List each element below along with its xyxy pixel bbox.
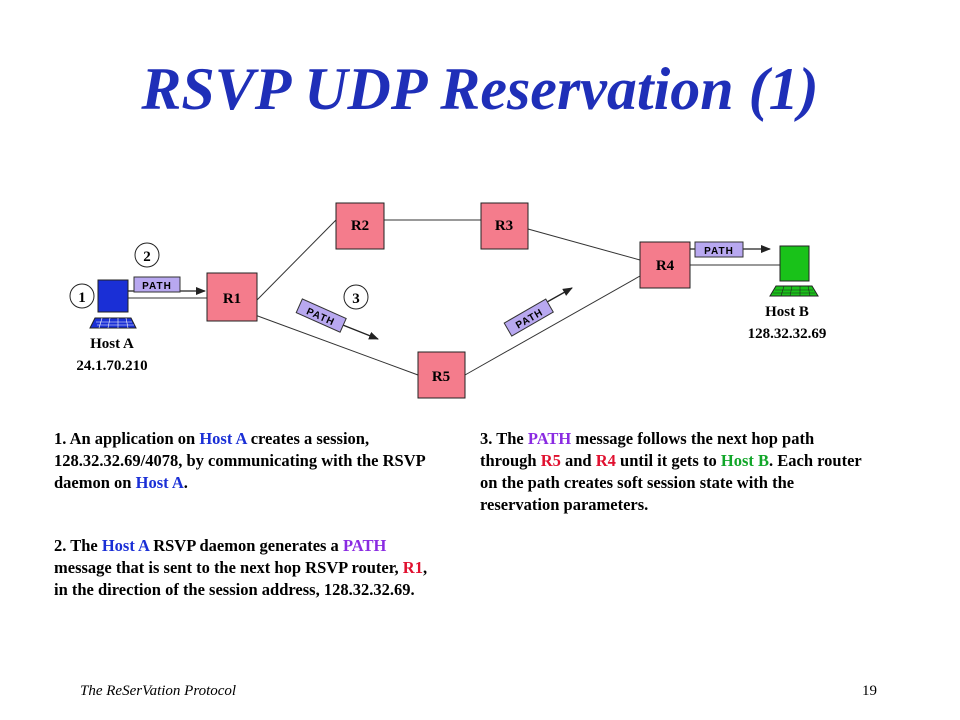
- router-r2-label: R2: [351, 218, 369, 234]
- text-run: 1. An application on: [54, 429, 200, 448]
- link-r1-r2: [256, 219, 337, 301]
- host-a-address: 24.1.70.210: [76, 358, 147, 374]
- path-label-r4: PATH: [694, 241, 744, 258]
- text-run: and: [560, 451, 596, 470]
- step-marker-2: 2: [134, 242, 160, 268]
- path-label-hosta: PATH: [133, 276, 181, 293]
- router-r4: R4: [639, 241, 691, 289]
- step-3-description: 3. The PATH message follows the next hop…: [480, 428, 870, 516]
- slide-title: RSVP UDP Reservation (1): [141, 56, 819, 122]
- highlight-path: PATH: [527, 429, 572, 448]
- highlight-host-a: Host A: [135, 473, 184, 492]
- page-number: 19: [862, 683, 877, 699]
- network-links: [128, 219, 788, 376]
- router-r1-label: R1: [223, 291, 241, 307]
- highlight-host-b: Host B: [720, 451, 769, 470]
- highlight-r5: R5: [540, 451, 561, 470]
- step-marker-3: 3: [343, 284, 369, 310]
- text-run: message follows the next hop path throug…: [480, 429, 815, 470]
- router-r4-label: R4: [656, 258, 675, 274]
- host-a-computer-icon: [89, 279, 137, 329]
- host-b-computer-icon: [769, 245, 819, 297]
- text-run: , in the direction of the session addres…: [54, 558, 428, 599]
- text-run: .: [183, 473, 188, 492]
- text-run: 2. The: [54, 536, 102, 555]
- step-1-description: 1. An application on Host A creates a se…: [54, 428, 442, 494]
- svg-text:PATH: PATH: [142, 281, 172, 292]
- text-run: message that is sent to the next hop RSV…: [54, 558, 403, 577]
- path-label-r5-r4: PATH: [503, 298, 554, 337]
- svg-text:3: 3: [352, 291, 360, 307]
- highlight-host-a: Host A: [199, 429, 247, 448]
- highlight-path: PATH: [342, 536, 387, 555]
- svg-text:2: 2: [143, 249, 151, 265]
- highlight-r1: R1: [402, 558, 423, 577]
- host-b-name: Host B: [765, 304, 809, 320]
- router-r2: R2: [335, 202, 385, 250]
- router-r3: R3: [480, 202, 529, 250]
- router-r3-label: R3: [495, 218, 513, 234]
- text-run: creates a session, 128.32.32.69/4078, by…: [54, 429, 425, 492]
- step-2-description: 2. The Host A RSVP daemon generates a PA…: [54, 535, 444, 601]
- highlight-r4: R4: [595, 451, 616, 470]
- svg-text:PATH: PATH: [704, 246, 734, 257]
- router-r1: R1: [206, 272, 258, 322]
- link-r5-r4: [464, 275, 641, 376]
- host-b-address: 128.32.32.69: [748, 326, 827, 342]
- svg-text:1: 1: [78, 290, 86, 306]
- text-run: . Each router on the path creates soft s…: [480, 451, 862, 514]
- router-r5-label: R5: [432, 369, 450, 385]
- router-r5: R5: [417, 351, 466, 399]
- link-r1-r5: [254, 314, 419, 376]
- link-r3-r4: [527, 228, 641, 261]
- footer-title: The ReSerVation Protocol: [80, 683, 237, 699]
- path-label-r1-r5: PATH: [295, 298, 347, 333]
- text-run: until it gets to: [615, 451, 721, 470]
- host-a-name: Host A: [90, 336, 134, 352]
- text-run: 3. The: [480, 429, 528, 448]
- step-marker-1: 1: [69, 283, 95, 309]
- highlight-host-a: Host A: [101, 536, 150, 555]
- text-run: RSVP daemon generates a: [149, 536, 343, 555]
